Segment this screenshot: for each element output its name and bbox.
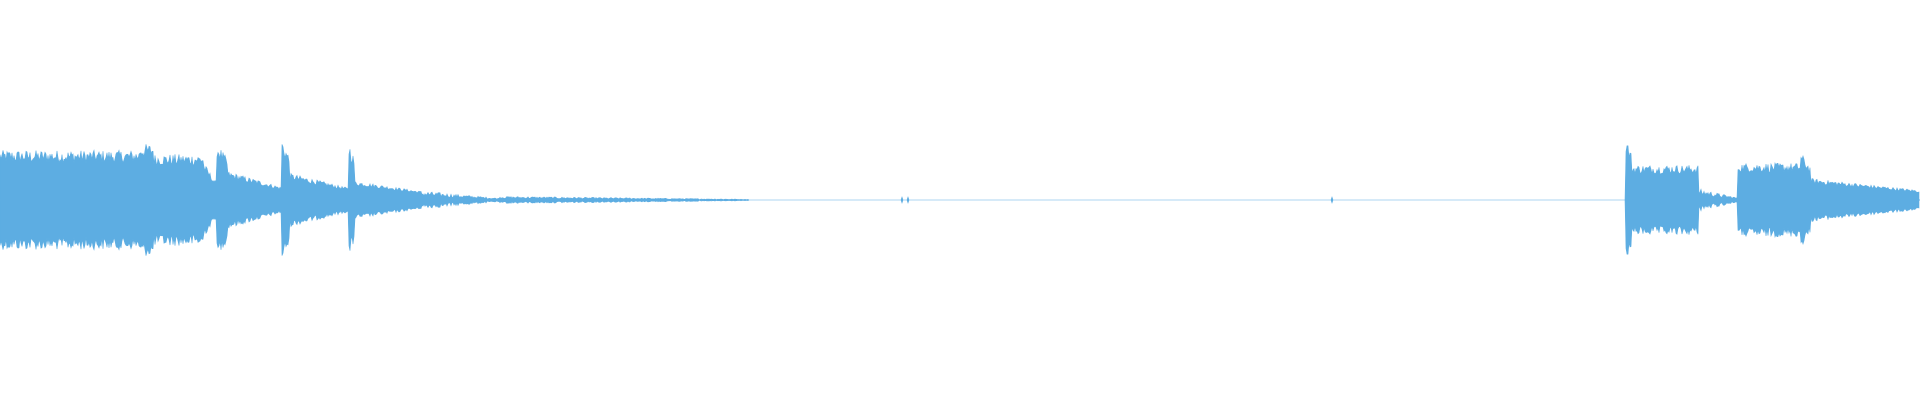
waveform-graphic bbox=[0, 144, 1920, 256]
audio-waveform bbox=[0, 144, 1920, 256]
